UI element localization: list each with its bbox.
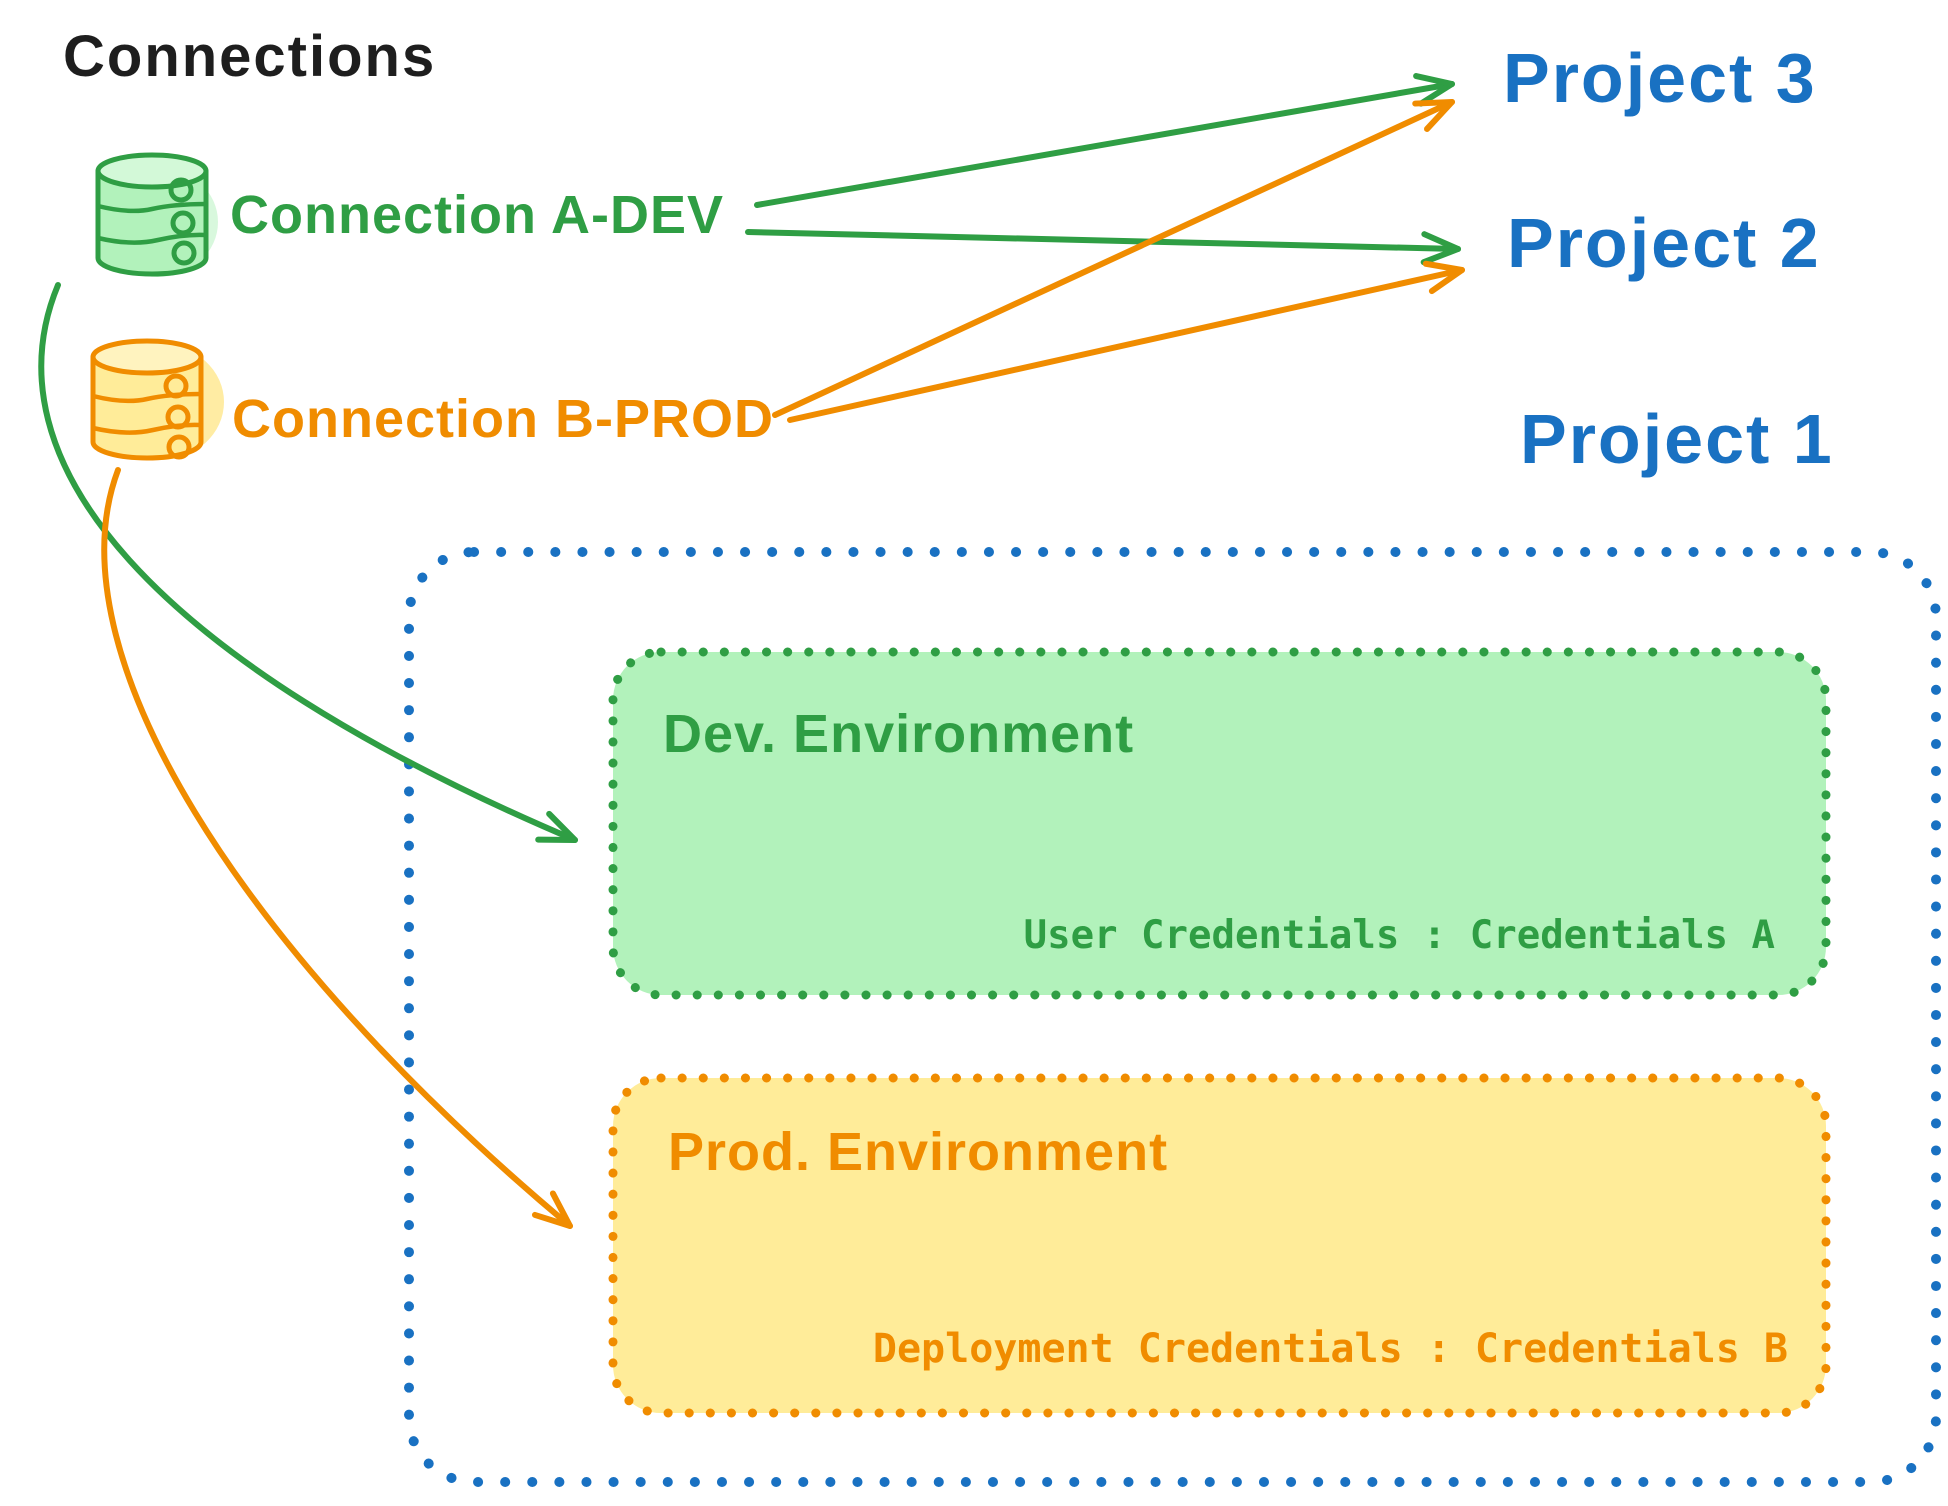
connection-b-prod-label: Connection B-PROD (232, 389, 774, 449)
arrow-b-prod-to-project-3 (772, 99, 1455, 418)
prod-environment-border (608, 1073, 1831, 1418)
arrow-a-dev-to-project-3 (754, 73, 1455, 208)
database-icon-dev (95, 152, 218, 277)
database-dot (163, 373, 189, 399)
project-1-container-box (404, 547, 1941, 1487)
dev-environment-box: Dev. Environment User Credentials : Cred… (608, 647, 1831, 1000)
database-top (90, 338, 204, 376)
database-band (90, 422, 204, 435)
dev-credentials-text: User Credentials : Credentials A (1024, 913, 1775, 958)
database-dot (170, 210, 196, 236)
database-icon-prod (90, 338, 224, 461)
project-2-label: Project 2 (1507, 204, 1821, 282)
arrow-a-dev-to-project-2 (745, 229, 1461, 266)
database-body (95, 168, 209, 277)
database-dot (165, 404, 191, 430)
database-band (95, 232, 209, 245)
prod-credentials-text: Deployment Credentials : Credentials B (873, 1326, 1788, 1372)
prod-environment-box: Prod. Environment Deployment Credentials… (608, 1073, 1831, 1418)
dev-environment-border (608, 647, 1831, 1000)
database-dot (168, 177, 194, 203)
prod-environment-title: Prod. Environment (668, 1122, 1168, 1182)
database-band (95, 201, 209, 214)
database-dot (171, 240, 197, 266)
dev-environment-title: Dev. Environment (663, 704, 1134, 764)
arrow-b-prod-to-project-2 (787, 260, 1465, 423)
project-3-label: Project 3 (1503, 39, 1817, 117)
connection-a-dev-label: Connection A-DEV (230, 185, 724, 245)
connections-section-title: Connections (63, 24, 436, 89)
connection-a-dev-node: Connection A-DEV (95, 152, 724, 277)
database-dot (166, 434, 192, 460)
project-1-label: Project 1 (1520, 400, 1834, 478)
arrow-a-dev-to-dev-environment (38, 282, 578, 843)
connection-b-prod-node: Connection B-PROD (90, 338, 774, 461)
arrow-b-prod-to-prod-environment (101, 467, 573, 1229)
